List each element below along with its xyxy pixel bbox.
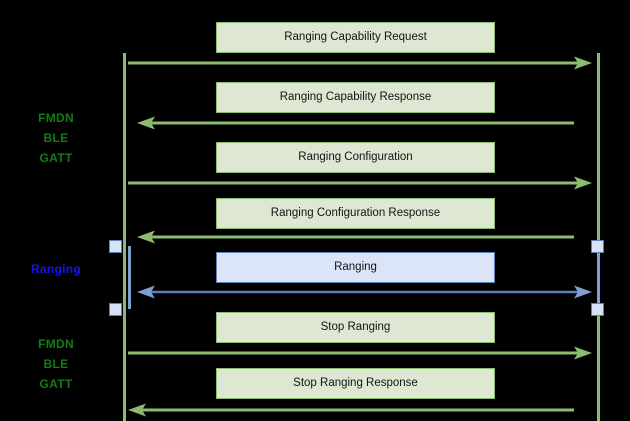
message-arrow-right <box>128 56 592 70</box>
activation-end-right <box>591 303 604 316</box>
message-box-ranging-configuration[interactable]: Ranging Configuration <box>216 142 495 173</box>
message-arrow-left <box>137 116 574 130</box>
message-arrow-right <box>128 346 592 360</box>
phase-label-fmdn-top: FMDN BLE GATT <box>16 108 96 168</box>
activation-start-right <box>591 240 604 253</box>
phase-label-line: FMDN <box>38 111 74 125</box>
message-box-ranging[interactable]: Ranging <box>216 252 495 283</box>
phase-label-line: BLE <box>43 357 69 371</box>
message-box-ranging-configuration-response[interactable]: Ranging Configuration Response <box>216 198 495 229</box>
phase-label-line: FMDN <box>38 337 74 351</box>
message-arrow-left <box>137 230 574 244</box>
activation-start-left <box>109 240 122 253</box>
activation-end-left <box>109 303 122 316</box>
phase-label-line: GATT <box>39 151 73 165</box>
phase-label-line: GATT <box>39 377 73 391</box>
phase-label-ranging: Ranging <box>16 259 96 279</box>
message-box-stop-ranging-response[interactable]: Stop Ranging Response <box>216 368 495 399</box>
phase-label-line: Ranging <box>30 262 82 276</box>
activation-line-left <box>128 246 131 309</box>
message-box-stop-ranging[interactable]: Stop Ranging <box>216 312 495 343</box>
message-box-ranging-capability-response[interactable]: Ranging Capability Response <box>216 82 495 113</box>
activation-line-right <box>597 246 600 309</box>
message-arrow-left <box>128 403 574 417</box>
phase-label-line: BLE <box>43 131 69 145</box>
right-lifeline <box>597 53 600 421</box>
left-lifeline <box>123 53 126 421</box>
message-arrow-bidirectional <box>137 285 592 299</box>
message-box-ranging-capability-request[interactable]: Ranging Capability Request <box>216 22 495 53</box>
phase-label-fmdn-bottom: FMDN BLE GATT <box>16 334 96 394</box>
message-arrow-right <box>128 176 592 190</box>
